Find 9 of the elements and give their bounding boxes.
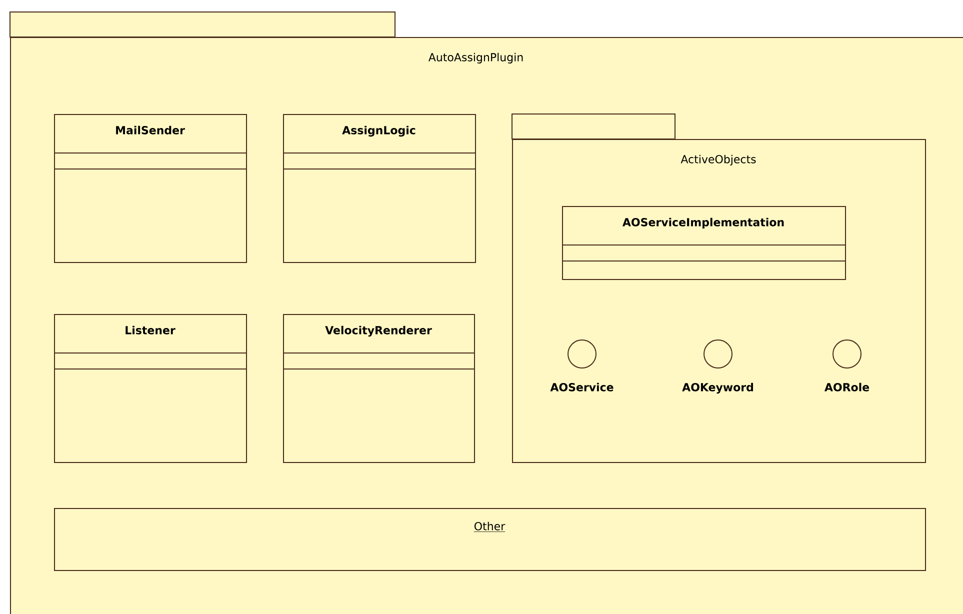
- class-box: AssignLogic: [282, 114, 476, 263]
- node-label: AOService: [550, 382, 614, 392]
- class-box: Listener: [54, 314, 247, 463]
- component-box: Other: [54, 508, 926, 571]
- node-label: AORole: [824, 382, 870, 392]
- node-label: AOKeyword: [682, 382, 754, 394]
- class-box: VelocityRenderer: [282, 314, 475, 463]
- class-box: AOServiceImplementation: [562, 206, 846, 280]
- class-box: MailSender: [54, 114, 247, 263]
